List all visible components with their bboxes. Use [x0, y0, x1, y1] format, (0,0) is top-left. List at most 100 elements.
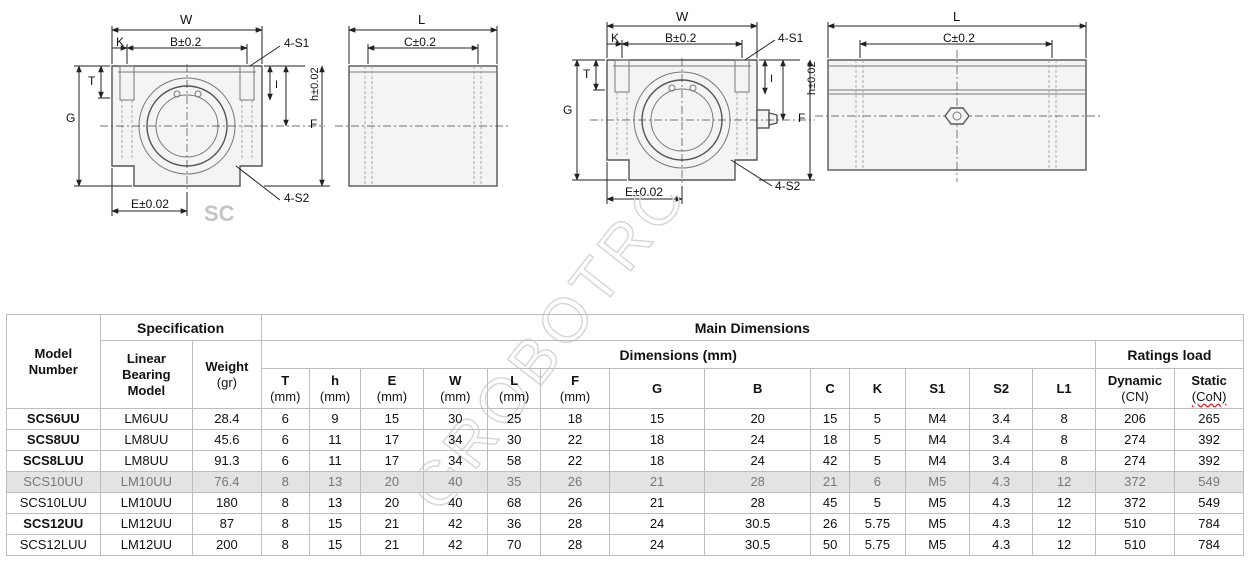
- table-cell: 265: [1174, 408, 1244, 430]
- table-cell: 21: [608, 492, 706, 514]
- header-weight: Weight(gr): [192, 340, 262, 409]
- table-cell: 45: [809, 492, 851, 514]
- table-cell: 180: [192, 492, 262, 514]
- table-cell: 549: [1174, 492, 1244, 514]
- table-cell: 28: [704, 471, 811, 493]
- table-cell: 392: [1174, 429, 1244, 451]
- dim-f-label-2: F: [798, 111, 805, 125]
- dim-e-label: E±0.02: [131, 197, 169, 211]
- table-cell: 50: [809, 534, 851, 556]
- dim-b-label: B±0.2: [170, 35, 202, 49]
- table-cell: 40: [422, 471, 489, 493]
- header-col-s1: S1: [904, 368, 970, 409]
- table-cell: 15: [360, 408, 424, 430]
- dim-w-label-2: W: [676, 9, 689, 24]
- dim-i-label-2: I: [770, 73, 773, 85]
- table-cell: 4.3: [968, 513, 1034, 535]
- table-cell: 784: [1174, 513, 1244, 535]
- dim-l-label: L: [418, 12, 425, 27]
- table-cell: 26: [540, 471, 610, 493]
- table-cell: 5: [849, 408, 906, 430]
- scl-side-view: L C±0.2: [815, 9, 1100, 182]
- header-col-w: W(mm): [422, 368, 489, 409]
- dim-t-label-2: T: [583, 67, 591, 81]
- model-cell: SCS8UU: [6, 429, 101, 451]
- model-cell: SCS12LUU: [6, 534, 101, 556]
- model-cell: SCS10LUU: [6, 492, 101, 514]
- table-cell: 18: [608, 429, 706, 451]
- header-col-l: L(mm): [486, 368, 542, 409]
- dim-g-label: G: [66, 111, 75, 125]
- header-col-k: K: [849, 368, 906, 409]
- table-cell: LM10UU: [99, 492, 194, 514]
- table-cell: 24: [608, 513, 706, 535]
- table-cell: 70: [486, 534, 542, 556]
- table-cell: 30.5: [704, 534, 811, 556]
- dim-s1-label-2: 4-S1: [778, 31, 804, 45]
- dim-w-label: W: [180, 12, 193, 27]
- table-cell: 34: [422, 429, 489, 451]
- table-cell: M4: [904, 450, 970, 472]
- specification-table: Model Number Specification Main Dimensio…: [6, 314, 1245, 556]
- header-col-l1: L1: [1032, 368, 1096, 409]
- table-cell: 24: [608, 534, 706, 556]
- table-cell: 4.3: [968, 534, 1034, 556]
- table-cell: 15: [308, 513, 362, 535]
- table-cell: 58: [486, 450, 542, 472]
- table-cell: 4.3: [968, 492, 1034, 514]
- table-cell: LM8UU: [99, 450, 194, 472]
- header-model-number: Model Number: [6, 314, 101, 409]
- table-cell: 28.4: [192, 408, 262, 430]
- model-cell: SCS8LUU: [6, 450, 101, 472]
- table-cell: LM12UU: [99, 534, 194, 556]
- table-cell: 35: [486, 471, 542, 493]
- dim-b-label-2: B±0.2: [665, 31, 697, 45]
- series-label: SC: [204, 201, 235, 226]
- table-cell: LM6UU: [99, 408, 194, 430]
- table-cell: 549: [1174, 471, 1244, 493]
- header-col-h: h(mm): [308, 368, 362, 409]
- table-cell: 40: [422, 492, 489, 514]
- table-cell: 8: [260, 471, 310, 493]
- table-cell: 42: [422, 534, 489, 556]
- header-main-dimensions: Main Dimensions: [260, 314, 1245, 341]
- table-cell: 4.3: [968, 471, 1034, 493]
- table-cell: 12: [1032, 492, 1096, 514]
- header-col-static: Static(CoN): [1174, 368, 1244, 409]
- table-cell: 20: [360, 492, 424, 514]
- table-cell: 17: [360, 429, 424, 451]
- header-linear-bearing-model: Linear Bearing Model: [99, 340, 194, 409]
- table-cell: 28: [704, 492, 811, 514]
- table-cell: M4: [904, 408, 970, 430]
- header-col-e: E(mm): [360, 368, 424, 409]
- table-cell: 9: [308, 408, 362, 430]
- dim-f-label: F: [310, 117, 317, 131]
- table-cell: LM10UU: [99, 471, 194, 493]
- dim-s2-label-2: 4-S2: [775, 179, 801, 193]
- dim-t-label: T: [88, 74, 96, 88]
- table-cell: 784: [1174, 534, 1244, 556]
- table-cell: 11: [308, 450, 362, 472]
- dim-k-label: K: [116, 35, 124, 49]
- dim-l-label-2: L: [953, 9, 960, 24]
- table-cell: 91.3: [192, 450, 262, 472]
- table-cell: M5: [904, 534, 970, 556]
- table-cell: 6: [260, 429, 310, 451]
- model-cell: SCS6UU: [6, 408, 101, 430]
- table-cell: 3.4: [968, 450, 1034, 472]
- table-cell: M5: [904, 513, 970, 535]
- table-cell: 15: [308, 534, 362, 556]
- header-col-s2: S2: [968, 368, 1034, 409]
- table-cell: 20: [360, 471, 424, 493]
- dim-k-label-2: K: [611, 31, 619, 45]
- table-cell: 372: [1094, 471, 1176, 493]
- header-col-t: T(mm): [260, 368, 310, 409]
- table-cell: 30: [486, 429, 542, 451]
- table-cell: 12: [1032, 513, 1096, 535]
